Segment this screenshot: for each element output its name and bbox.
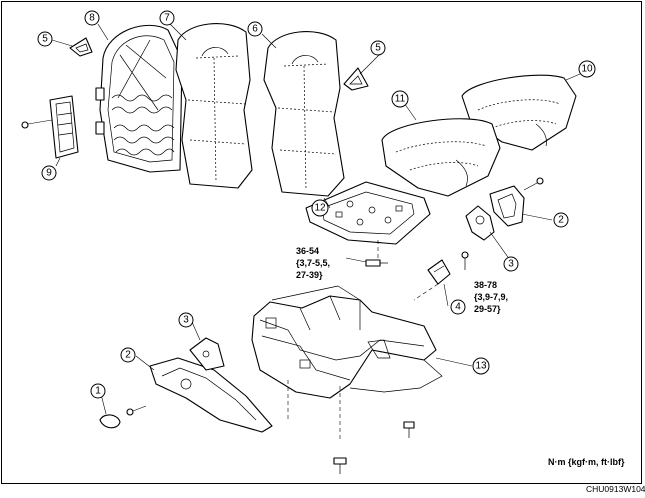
- seat-mount-bolt-lower-right: [403, 421, 415, 438]
- recliner-screw-and-cap: [99, 405, 147, 429]
- seat-back-frame: [95, 24, 183, 173]
- svg-text:1: 1: [95, 386, 101, 397]
- callout-12: 12: [311, 199, 329, 217]
- svg-text:7: 7: [164, 13, 170, 24]
- torque-spec-upper: 36-54 {3,7-5,5, 27-39}: [296, 246, 330, 280]
- callout-4: 4: [450, 299, 466, 315]
- callout-7: 7: [159, 10, 175, 26]
- lumbar-pad: [21, 95, 79, 159]
- svg-text:2: 2: [125, 350, 131, 361]
- svg-text:13: 13: [475, 361, 487, 372]
- callout-5-right: 5: [370, 40, 386, 56]
- svg-text:3: 3: [183, 315, 189, 326]
- headrest-guide-right: [343, 67, 369, 91]
- callout-13: 13: [472, 357, 490, 375]
- svg-text:{3,9-7,9,: {3,9-7,9,: [474, 292, 508, 302]
- leader-lines: [51, 23, 581, 415]
- svg-text:{3,7-5,5,: {3,7-5,5,: [296, 258, 330, 268]
- callout-6: 6: [247, 21, 263, 37]
- diagram-frame: [1, 1, 642, 484]
- svg-text:9: 9: [46, 168, 52, 179]
- svg-text:27-39}: 27-39}: [296, 270, 323, 280]
- seat-pan-12: [305, 181, 431, 260]
- callout-2-upper: 2: [553, 212, 569, 228]
- callout-5-left: 5: [37, 31, 53, 47]
- callout-10: 10: [578, 60, 596, 78]
- seat-back-trim-7: [175, 23, 253, 189]
- recliner-outer-cover: [149, 337, 273, 433]
- seat-adjuster-track: [251, 285, 443, 440]
- callout-2-lower: 2: [120, 347, 136, 363]
- svg-text:36-54: 36-54: [296, 246, 319, 256]
- seat-back-pad-6: [263, 31, 345, 197]
- svg-text:2: 2: [558, 215, 564, 226]
- seat-cushion-pad-11: [381, 118, 501, 197]
- recline-lever-knob: [413, 251, 469, 301]
- svg-text:5: 5: [42, 34, 48, 45]
- callout-11: 11: [391, 90, 409, 108]
- svg-text:8: 8: [89, 13, 95, 24]
- svg-text:4: 4: [455, 302, 461, 313]
- svg-text:11: 11: [395, 94, 406, 105]
- callout-1: 1: [90, 383, 106, 399]
- svg-text:12: 12: [314, 203, 326, 214]
- svg-text:5: 5: [375, 43, 381, 54]
- seat-mount-bolt-upper: [365, 259, 388, 267]
- svg-text:3: 3: [508, 259, 514, 270]
- torque-units-note: N·m {kgf·m, ft·lbf}: [548, 457, 625, 467]
- svg-text:29-57}: 29-57}: [474, 304, 501, 314]
- callout-3-lower: 3: [178, 312, 194, 328]
- callout-9: 9: [41, 165, 57, 181]
- svg-text:38-78: 38-78: [474, 280, 497, 290]
- torque-spec-lever: 38-78 {3,9-7,9, 29-57}: [474, 280, 508, 314]
- seat-mount-bolt-lower-center: [333, 457, 347, 474]
- headrest-guide-left: [69, 37, 93, 57]
- recliner-cover-right: [465, 177, 544, 241]
- svg-text:10: 10: [581, 64, 593, 75]
- svg-text:6: 6: [252, 24, 258, 35]
- callout-8: 8: [84, 10, 100, 26]
- callout-3-upper: 3: [503, 256, 519, 272]
- figure-code: CHU0913W104: [586, 484, 645, 494]
